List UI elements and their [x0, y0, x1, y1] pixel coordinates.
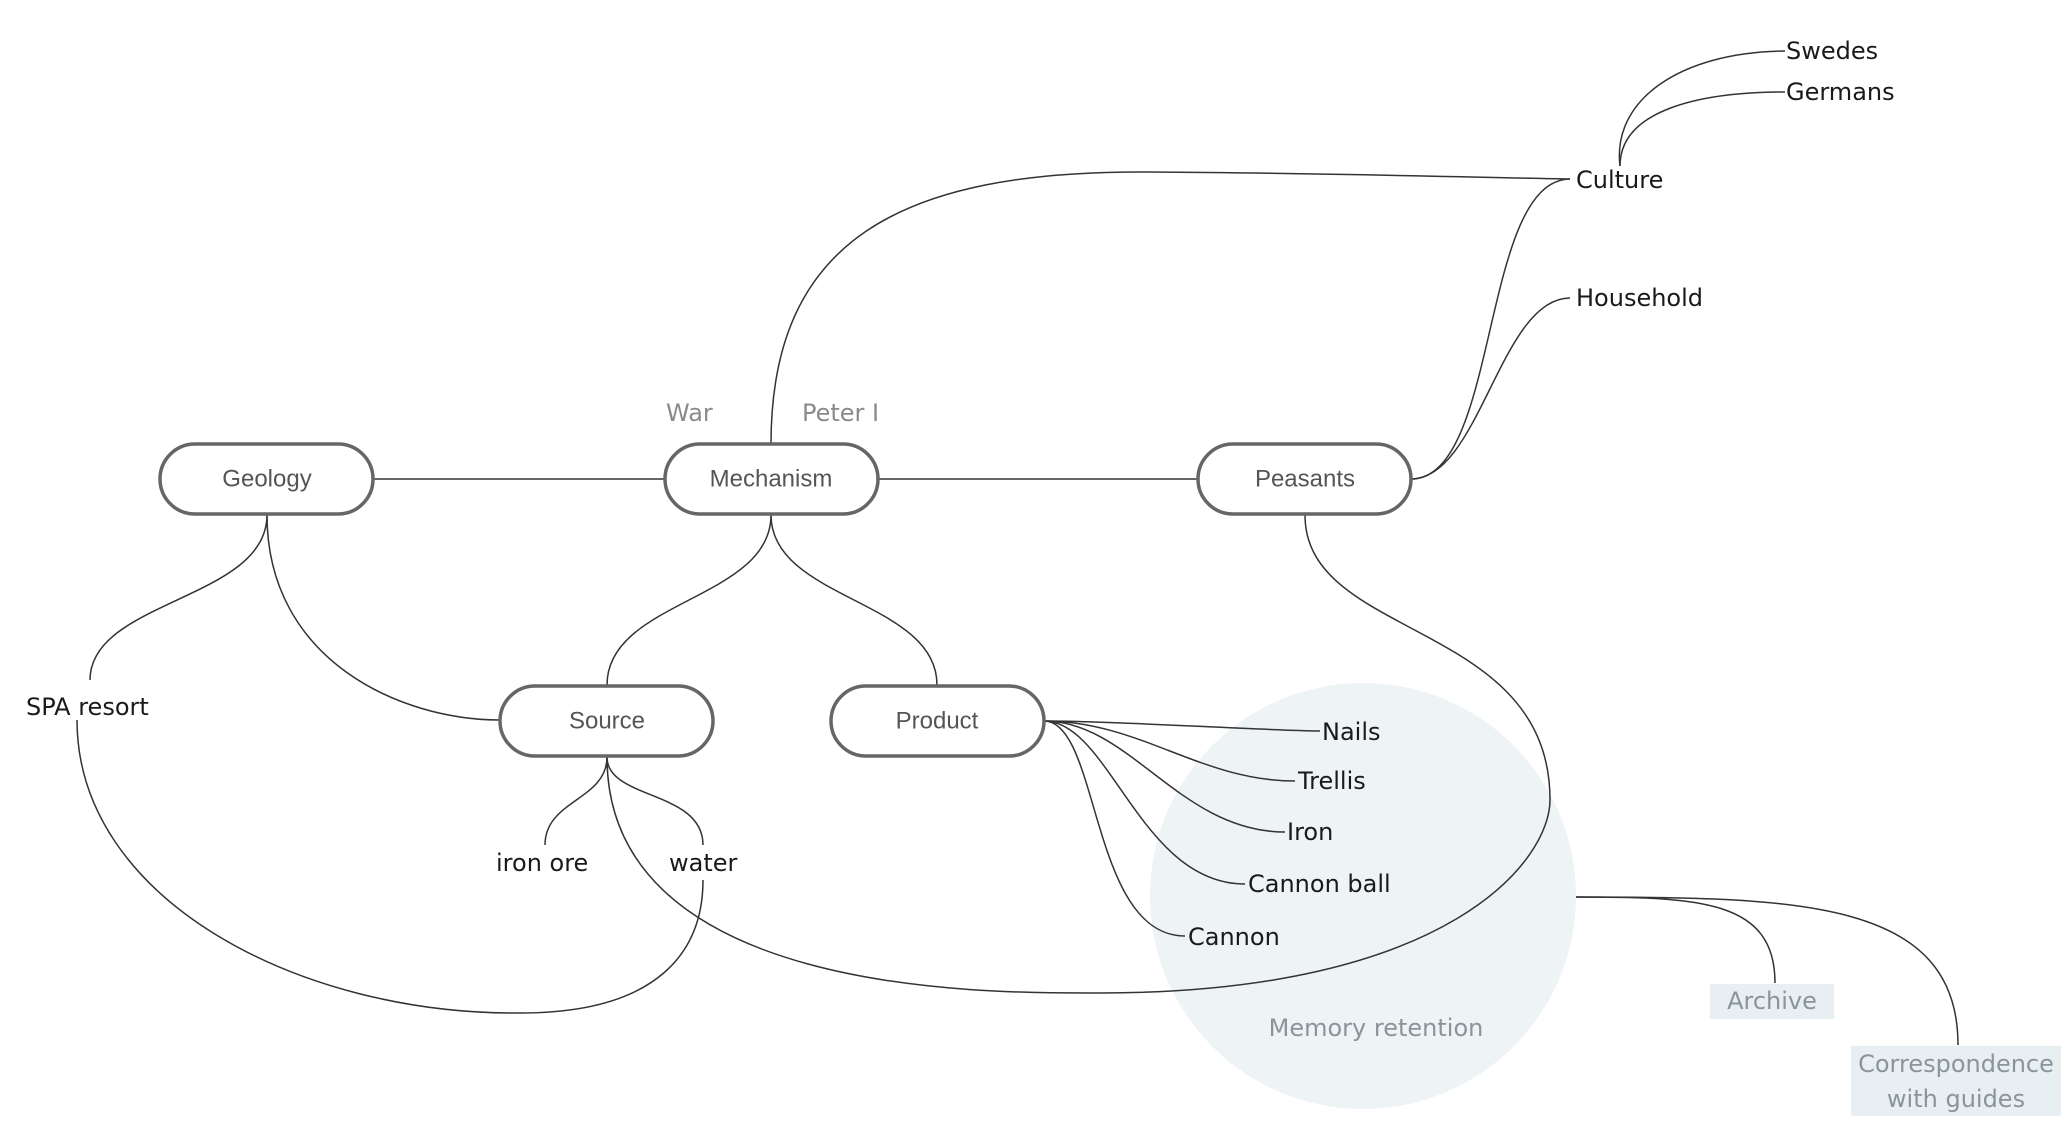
label-spa-resort[interactable]: SPA resort	[26, 693, 149, 721]
link-product-cannon-ball	[1043, 720, 1246, 885]
link-geology-source	[266, 514, 501, 721]
label-household[interactable]: Household	[1576, 284, 1703, 312]
link-product-iron	[1043, 720, 1286, 833]
memory-retention-bubble	[1150, 683, 1576, 1109]
label-culture[interactable]: Culture	[1576, 166, 1663, 194]
node-peasants-label: Peasants	[1255, 466, 1355, 493]
label-germans[interactable]: Germans	[1786, 78, 1895, 106]
link-culture-swedes	[1618, 50, 1786, 167]
link-peasants-culture	[1410, 178, 1571, 480]
label-correspondence-line2[interactable]: with guides	[1887, 1085, 2025, 1113]
link-mechanism-culture	[770, 171, 1571, 445]
label-correspondence-line1[interactable]: Correspondence	[1858, 1050, 2054, 1078]
connectors	[76, 50, 1959, 1046]
node-mechanism[interactable]: Mechanism	[663, 442, 880, 516]
link-memory-correspondence	[1575, 896, 1959, 1046]
node-source[interactable]: Source	[498, 684, 715, 758]
node-product-label: Product	[896, 708, 979, 735]
link-mechanism-product	[770, 514, 938, 686]
link-product-nails	[1043, 720, 1321, 732]
correspondence-tag	[1851, 1046, 2061, 1116]
link-geology-spa	[89, 514, 268, 681]
link-product-cannon	[1043, 720, 1186, 937]
node-peasants[interactable]: Peasants	[1196, 442, 1413, 516]
archive-tag	[1710, 984, 1834, 1019]
node-source-label: Source	[569, 708, 645, 735]
label-trellis[interactable]: Trellis	[1297, 767, 1366, 795]
label-peter[interactable]: Peter I	[802, 399, 879, 427]
node-product[interactable]: Product	[829, 684, 1046, 758]
link-spa-water	[76, 719, 704, 1014]
link-memory-archive	[1575, 896, 1776, 984]
label-swedes[interactable]: Swedes	[1786, 37, 1878, 65]
label-memory-retention[interactable]: Memory retention	[1269, 1014, 1484, 1042]
link-source-iron-ore	[544, 756, 608, 846]
label-cannon-ball[interactable]: Cannon ball	[1248, 870, 1391, 898]
label-archive[interactable]: Archive	[1727, 987, 1817, 1015]
label-war[interactable]: War	[666, 399, 713, 427]
node-mechanism-label: Mechanism	[710, 466, 833, 493]
node-geology-label: Geology	[222, 466, 311, 493]
label-cannon[interactable]: Cannon	[1188, 923, 1280, 951]
link-source-peasants	[606, 514, 1551, 994]
link-source-water	[606, 756, 704, 846]
link-mechanism-source	[606, 514, 772, 686]
label-water[interactable]: water	[669, 849, 738, 877]
link-culture-germans	[1619, 91, 1786, 167]
label-iron[interactable]: Iron	[1287, 818, 1333, 846]
link-product-trellis	[1043, 720, 1296, 782]
label-iron-ore[interactable]: iron ore	[496, 849, 588, 877]
label-nails[interactable]: Nails	[1322, 718, 1381, 746]
link-peasants-household	[1410, 297, 1571, 480]
node-geology[interactable]: Geology	[158, 442, 375, 516]
